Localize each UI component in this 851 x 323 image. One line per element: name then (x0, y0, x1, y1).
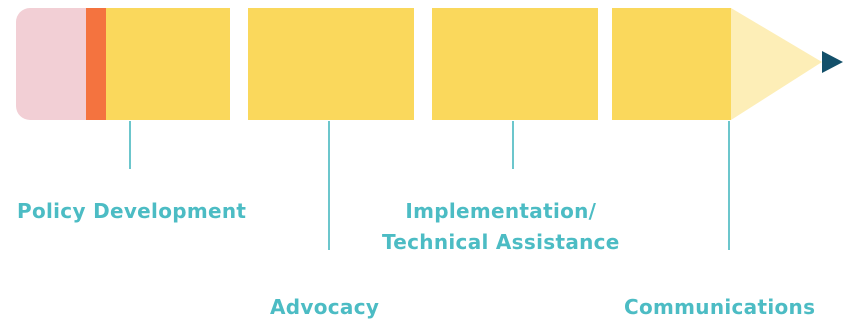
pencil-segment-1 (106, 8, 230, 120)
pencil-segment-4 (612, 8, 731, 120)
connector-line-implementation (512, 121, 514, 169)
label-communications: Communications (624, 295, 816, 319)
connector-line-policy-development (129, 121, 131, 169)
pencil-wood-tip (731, 8, 822, 120)
label-implementation-line-2: Technical Assistance (382, 230, 620, 254)
pencil-ferrule (86, 8, 106, 120)
pencil-segment-2 (248, 8, 414, 120)
connector-line-advocacy (328, 121, 330, 250)
label-advocacy: Advocacy (270, 295, 380, 319)
pencil-lead (822, 51, 843, 73)
label-implementation-technical-assistance: Implementation/ Technical Assistance (382, 196, 620, 258)
label-policy-development: Policy Development (17, 199, 247, 223)
connector-line-communications (728, 121, 730, 250)
pencil-illustration (16, 8, 843, 120)
pencil-eraser (16, 8, 86, 120)
label-implementation-line-1: Implementation/ (405, 199, 597, 223)
pencil-segment-3 (432, 8, 598, 120)
